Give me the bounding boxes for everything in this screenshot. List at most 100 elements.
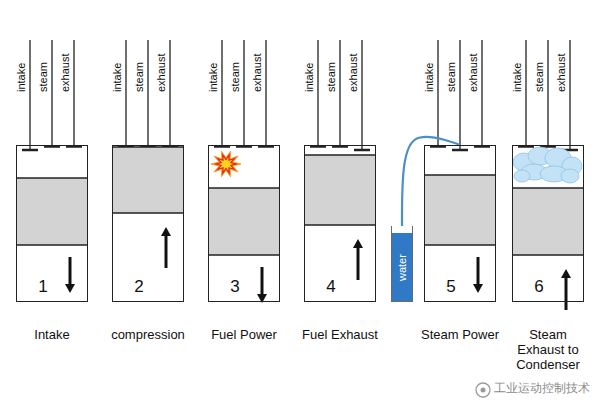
piston [113,147,183,213]
cylinder: 5 [424,145,496,302]
cylinder-parts [208,40,280,303]
watermark: 工业运动控制技术 [494,382,590,396]
valve-stem [569,40,570,150]
valve-label: steam [37,62,50,92]
motion-arrow [565,278,568,310]
valve-label: intake [111,63,124,92]
valve-stem [481,40,482,147]
piston-edge [512,187,584,188]
cylinder: 4 [304,145,376,302]
steam-cloud [561,169,579,183]
stroke-caption: Intake [10,328,94,343]
piston-edge [424,174,496,175]
motion-arrow [165,236,168,268]
step-number: 4 [326,277,335,297]
piston [513,188,583,255]
step-number: 1 [38,277,47,297]
valve-stem [361,40,362,150]
cylinder: 1 [16,145,88,302]
logo-ring [476,383,490,397]
piston-edge [424,244,496,245]
stroke-caption: Steam Exhaust to Condenser [506,328,590,373]
cylinder-parts [112,40,184,268]
motion-arrow [477,257,480,284]
valve-stem [221,40,222,147]
valve-label: steam [325,62,338,92]
valve-stem [547,40,548,147]
valve-stem [525,40,526,147]
piston-edge [512,254,584,255]
piston [305,155,375,225]
valve-stem [73,40,74,147]
piston-edge [112,212,184,213]
valve-label: intake [423,63,436,92]
stroke-caption: Steam Power [418,328,502,343]
beaker-label: water [396,254,409,281]
motion-arrow [261,267,264,294]
piston-edge [208,254,280,255]
arrow-head [561,269,571,278]
step-number: 5 [446,277,455,297]
explosion [211,151,241,177]
cylinder-parts [304,40,376,280]
valve-label: intake [511,63,524,92]
step-number: 6 [534,277,543,297]
valve-label: exhaust [251,53,264,92]
arrow-head [161,227,171,236]
arrow-head [65,284,75,293]
cylinder: 6 [512,145,584,302]
water-pipe [402,137,460,226]
valve-head [22,149,38,152]
piston-edge [304,224,376,225]
piston-edge [208,187,280,188]
valve-stem [339,40,340,147]
arrow-head [353,239,363,248]
valve-stem [125,40,126,147]
valve-stem [51,40,52,147]
valve-stem [243,40,244,147]
valve-label: steam [133,62,146,92]
cylinder-parts [16,40,88,293]
valve-stem [437,40,438,147]
step-number: 2 [134,277,143,297]
valve-stem [317,40,318,147]
explosion-core [218,157,234,171]
valve-label: exhaust [59,53,72,92]
valve-label: steam [533,62,546,92]
pipe-line [402,137,460,226]
piston-edge [16,177,88,178]
step-number: 3 [230,277,239,297]
valve-head [354,149,370,152]
piston-edge [112,146,184,147]
valve-label: exhaust [555,53,568,92]
motion-arrow [357,248,360,280]
water-beaker: water [391,226,413,302]
valve-label: intake [303,63,316,92]
steam-cloud [514,170,530,182]
valve-label: exhaust [155,53,168,92]
cylinder: 2 [112,145,184,302]
cylinder: 3 [208,145,280,302]
piston-edge [16,244,88,245]
arrow-head [473,284,483,293]
valve-stem [147,40,148,147]
cylinder-parts [512,40,584,310]
piston [209,188,279,255]
valve-label: intake [15,63,28,92]
cylinder-parts [424,40,496,293]
valve-label: intake [207,63,220,92]
valve-head [452,149,468,152]
logo-dot [481,388,486,393]
valve-stem [459,40,460,150]
valve-label: exhaust [467,53,480,92]
valve-stem [265,40,266,147]
piston [425,175,495,245]
valve-label: steam [445,62,458,92]
stroke-caption: Fuel Power [202,328,286,343]
watermark-logo [476,383,490,397]
motion-arrow [69,257,72,284]
